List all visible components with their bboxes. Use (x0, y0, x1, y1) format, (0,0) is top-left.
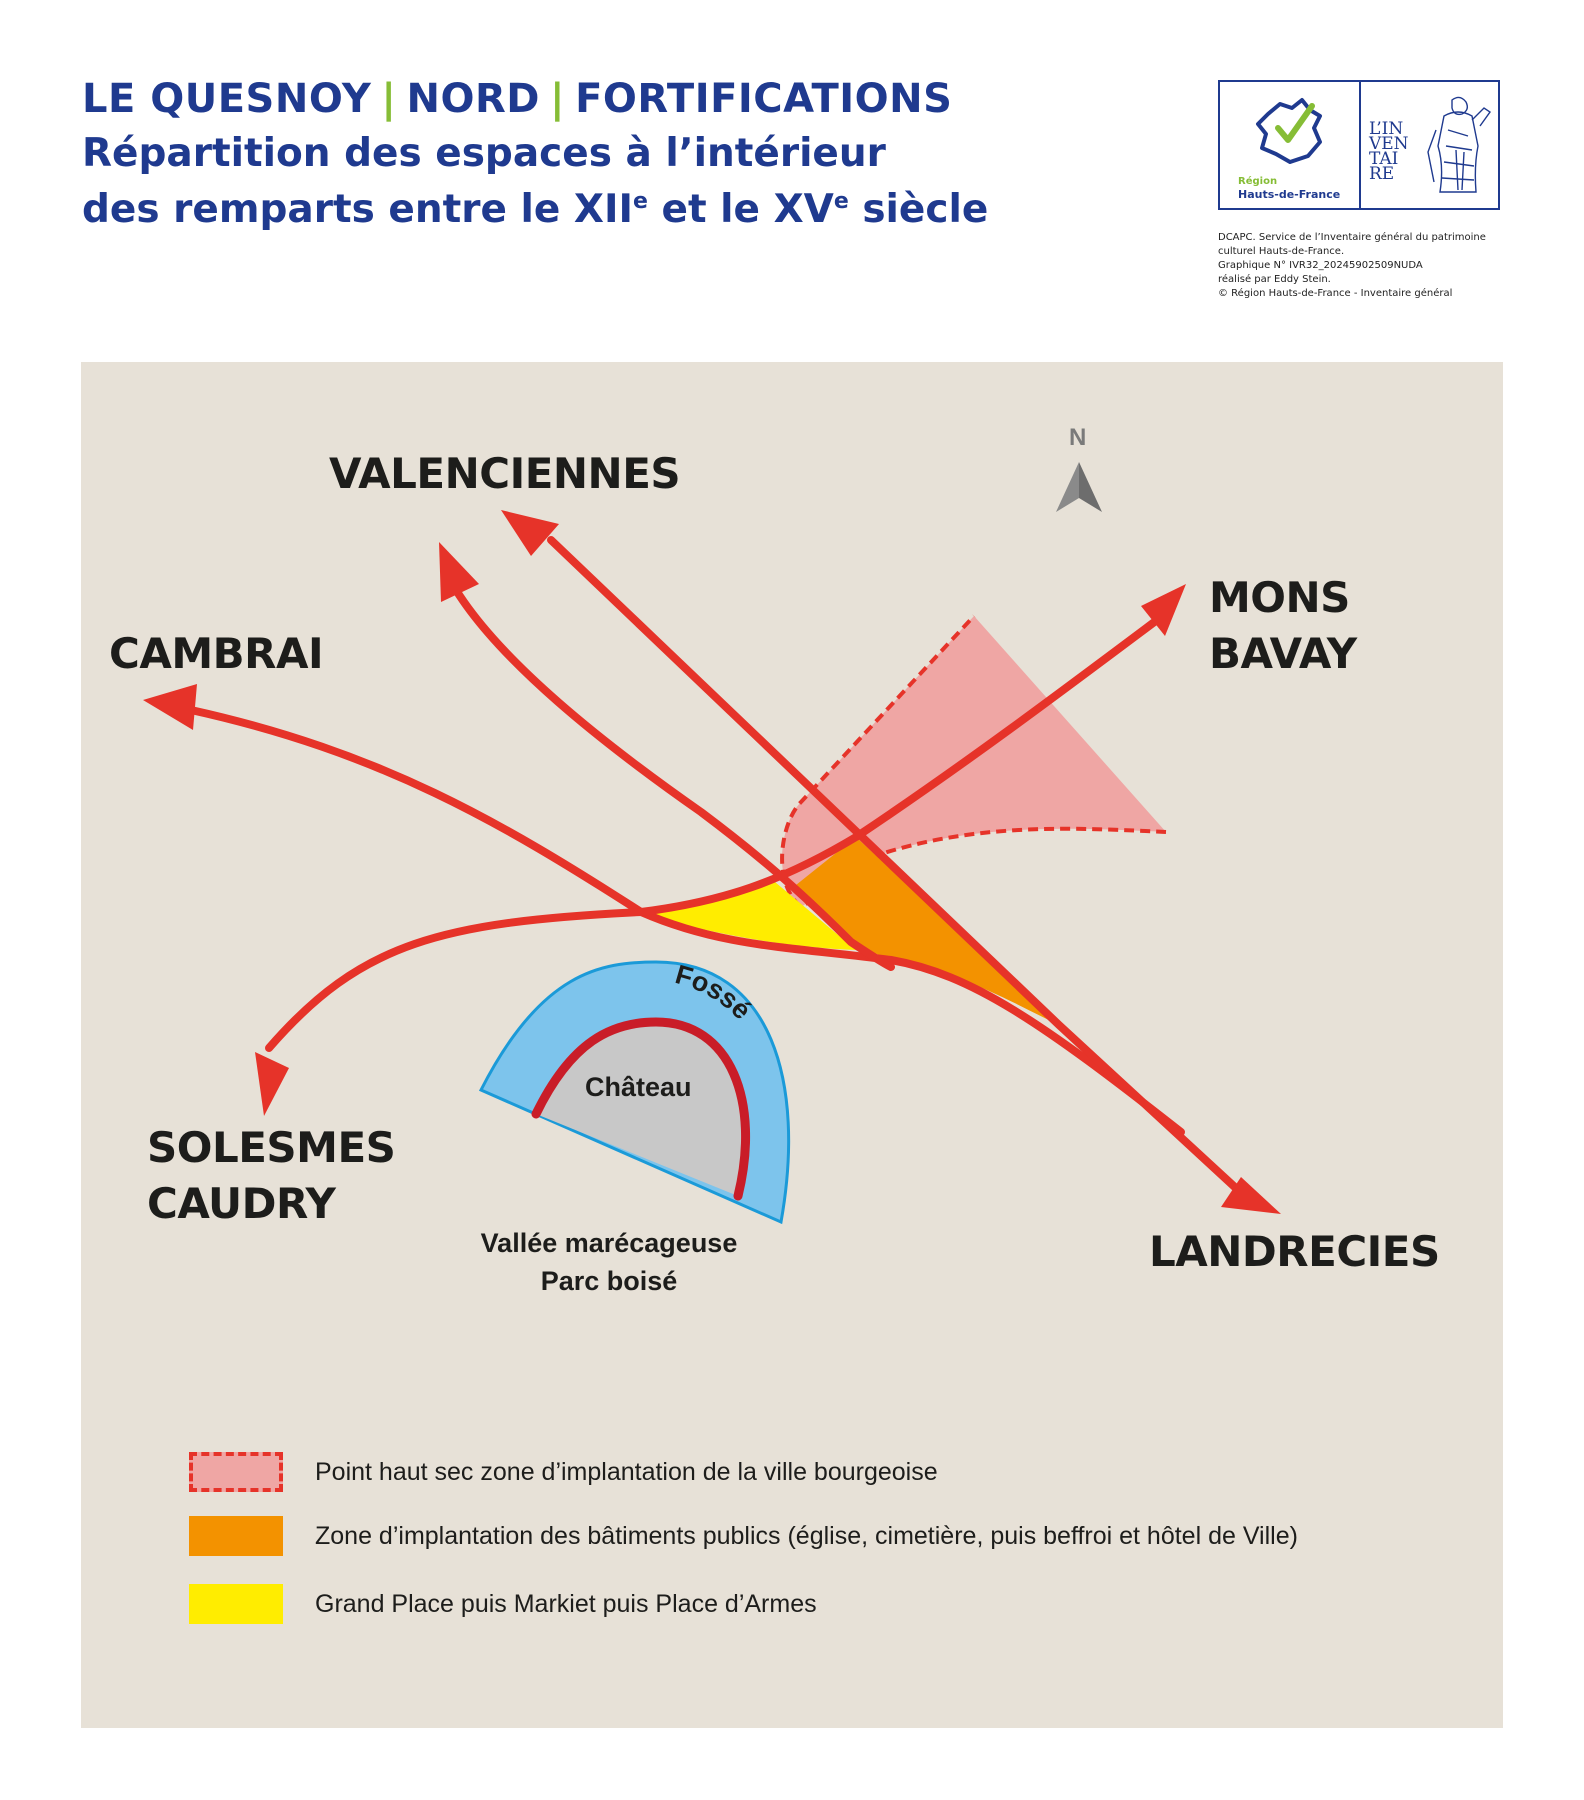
road-valenciennes-left (452, 586, 895, 971)
inventaire-line: VEN (1369, 134, 1409, 154)
zone-batiments-publics (796, 837, 1059, 1025)
vallee-text: Vallée marécageuse (480, 1228, 738, 1258)
city-solesmes-caudry: SOLESMES CAUDRY (147, 1120, 396, 1232)
legend-item-ville-bourgeoise: Point haut sec zone d’implantation de la… (189, 1450, 938, 1494)
legend-label: Grand Place puis Markiet puis Place d’Ar… (315, 1589, 817, 1618)
arrow-landrecies (1221, 1177, 1281, 1214)
legend-label: Point haut sec zone d’implantation de la… (315, 1457, 938, 1486)
city-bavay: BAVAY (1209, 629, 1357, 678)
arrow-cambrai (143, 684, 197, 730)
legend-item-grand-place: Grand Place puis Markiet puis Place d’Ar… (189, 1582, 817, 1626)
city-valenciennes: VALENCIENNES (329, 449, 681, 498)
inventaire-logo: L’IN VEN TAI RE (1361, 82, 1498, 208)
map-drawing: Fossé (143, 462, 1281, 1225)
city-caudry: CAUDRY (147, 1179, 336, 1228)
zone-ville-bourgeoise (782, 616, 1166, 907)
arrow-mons (1141, 584, 1186, 636)
city-mons-bavay: MONS BAVAY (1209, 570, 1357, 682)
title-part-department: NORD (406, 76, 540, 122)
map-area: Fossé N VALENCIE (81, 362, 1503, 1728)
credit-line: © Région Hauts-de-France - Inventaire gé… (1218, 288, 1453, 299)
chateau-wall (531, 1017, 751, 1201)
statue-drawing-icon (1427, 96, 1491, 193)
legend-swatch (189, 1584, 283, 1624)
region-name: Hauts-de-France (1238, 188, 1341, 201)
legend-swatch (189, 1452, 283, 1492)
inventaire-line: TAI (1369, 149, 1399, 169)
arrow-valenciennes-right (501, 510, 559, 556)
title-part-theme: FORTIFICATIONS (575, 76, 953, 122)
city-mons: MONS (1209, 573, 1350, 622)
inventaire-wordmark: L’IN VEN TAI RE (1369, 119, 1429, 184)
arrow-solesmes (255, 1052, 289, 1116)
parc-text: Parc boisé (540, 1266, 678, 1296)
chateau-area (536, 1022, 746, 1196)
north-arrow-icon (1056, 462, 1102, 512)
title-block: LE QUESNOY|NORD|FORTIFICATIONS Répartiti… (82, 72, 1042, 238)
region-label: Région (1238, 176, 1278, 187)
subtitle-line-1: Répartition des espaces à l’intérieur (82, 131, 886, 176)
inventaire-line: L’IN (1369, 119, 1404, 139)
title-separator: | (381, 76, 397, 122)
city-solesmes: SOLESMES (147, 1123, 396, 1172)
zone-grand-place (641, 882, 856, 950)
north-label: N (1069, 424, 1087, 451)
credit-line: culturel Hauts-de-France. (1218, 246, 1345, 257)
page-title: LE QUESNOY|NORD|FORTIFICATIONS (82, 72, 1042, 126)
inventaire-line: RE (1369, 164, 1395, 184)
subtitle-text-b: et le XV (647, 187, 834, 232)
subtitle-line-2: des remparts entre le XIIe et le XVe siè… (82, 182, 1042, 238)
title-separator: | (549, 76, 566, 122)
arrow-valenciennes-left (439, 542, 479, 602)
france-heart-icon (1256, 98, 1322, 164)
chateau-label: Château (585, 1072, 692, 1102)
vallee-label: Vallée marécageuse Parc boisé (401, 1224, 817, 1300)
subtitle-text-a: des remparts entre le XII (82, 187, 633, 232)
credit-line: Graphique N° IVR32_20245902509NUDA (1218, 260, 1423, 271)
city-landrecies: LANDRECIES (1149, 1227, 1440, 1276)
logo-box: Région Hauts-de-France L’IN VEN TAI RE (1218, 80, 1500, 210)
city-cambrai: CAMBRAI (109, 629, 324, 678)
road-cambrai (187, 706, 1185, 1136)
roads (187, 536, 1255, 1206)
legend-swatch (189, 1516, 283, 1556)
legend-item-batiments-publics: Zone d’implantation des bâtiments public… (189, 1514, 1298, 1558)
superscript: e (833, 189, 849, 214)
superscript: e (633, 189, 648, 214)
title-part-city: LE QUESNOY (82, 76, 372, 122)
arrowheads (143, 510, 1281, 1214)
subtitle-text-c: siècle (848, 187, 989, 232)
credits: DCAPC. Service de l’Inventaire général d… (1218, 231, 1518, 301)
credit-line: réalisé par Eddy Stein. (1218, 274, 1331, 285)
road-solesmes-mons (265, 613, 1165, 1052)
region-logo: Région Hauts-de-France (1220, 82, 1361, 208)
credit-line: DCAPC. Service de l’Inventaire général d… (1218, 232, 1486, 243)
road-valenciennes-landrecies (547, 536, 1255, 1206)
legend-label: Zone d’implantation des bâtiments public… (315, 1521, 1298, 1550)
